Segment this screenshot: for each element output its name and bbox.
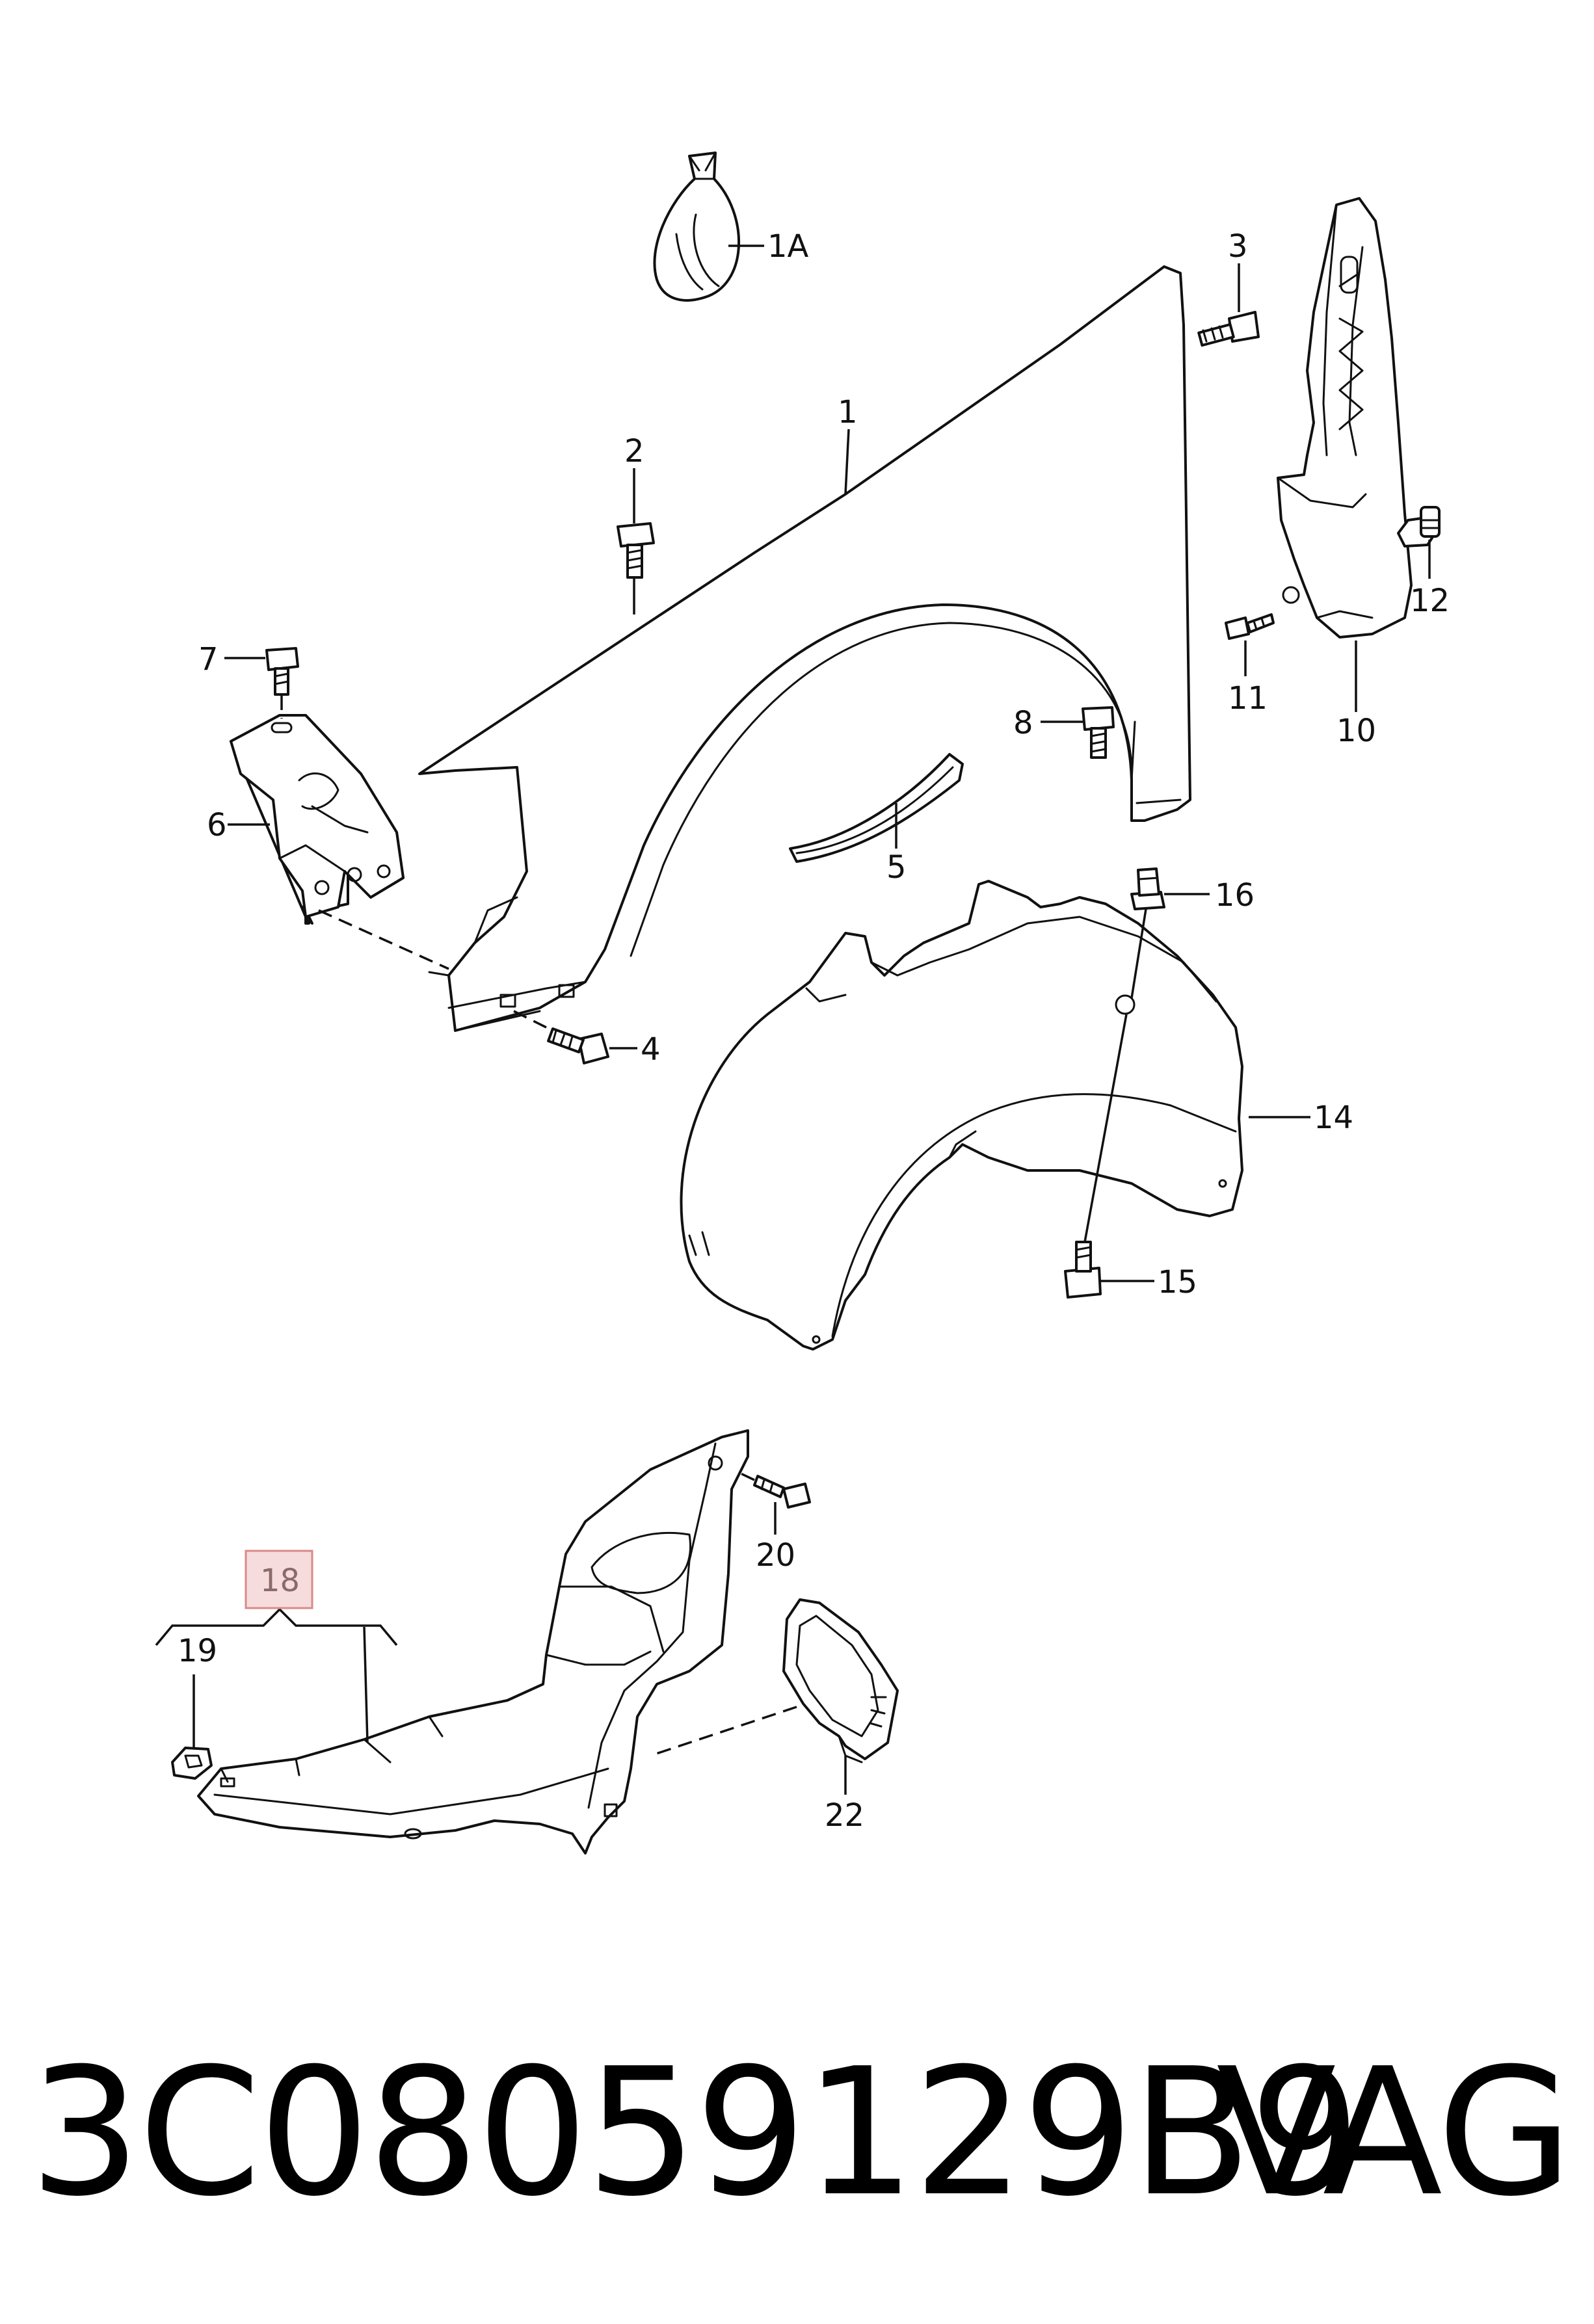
part-20-screw [753,1475,811,1509]
callout-1: 1 [838,394,858,430]
dash-4 [513,1010,547,1029]
part-3-bolt [1197,311,1260,347]
dash-6-to-1 [318,909,449,970]
leader-1 [844,429,850,495]
part-11-screw [1225,613,1275,640]
leader-18 [363,1626,369,1743]
part-15-bolt [1064,1241,1102,1299]
part-1-fender [418,265,1191,1032]
part-2-bolt [617,522,655,579]
part-6-bracket [230,714,405,925]
part-22-insert [782,1598,899,1763]
part-5-trim-strip [789,753,964,863]
callout-1a: 1A [767,228,809,265]
callout-11: 11 [1228,680,1268,717]
part-12-clip [1397,506,1441,548]
callout-20: 20 [756,1537,795,1574]
leader-16b [1130,908,1147,999]
part-1a-paint-pouch [653,152,740,302]
callout-3: 3 [1228,228,1248,265]
part-14-wheel-liner [680,880,1243,1351]
group-bracket-18 [155,1607,398,1646]
callout-2: 2 [624,433,644,469]
callout-16: 16 [1215,877,1255,914]
part-16-clip [1130,867,1165,910]
part-number-label: 3C08059129B9 [29,2030,1361,2235]
callout-4: 4 [641,1031,661,1068]
callout-10: 10 [1336,713,1376,749]
highlight-box-18 [245,1550,313,1609]
part-18-splash-shield [197,1429,749,1855]
brand-label: VAG [1216,2030,1573,2235]
part-19-nut [171,1747,213,1780]
callout-18: 18 [260,1563,300,1599]
callout-15: 15 [1158,1264,1197,1301]
callout-22: 22 [825,1797,864,1834]
callout-5: 5 [886,849,907,886]
part-8-bolt [1082,706,1115,759]
dash-22 [650,1706,797,1757]
part-10-side-bracket [1277,197,1413,639]
callout-12: 12 [1410,583,1450,619]
callout-19: 19 [178,1633,217,1669]
callout-6: 6 [207,807,227,843]
callout-8: 8 [1013,705,1033,741]
leader-15b [1083,1014,1128,1243]
callout-14: 14 [1314,1100,1353,1136]
part-4-bolt [547,1027,609,1064]
callout-7: 7 [198,641,219,678]
part-7-bolt [265,647,299,696]
